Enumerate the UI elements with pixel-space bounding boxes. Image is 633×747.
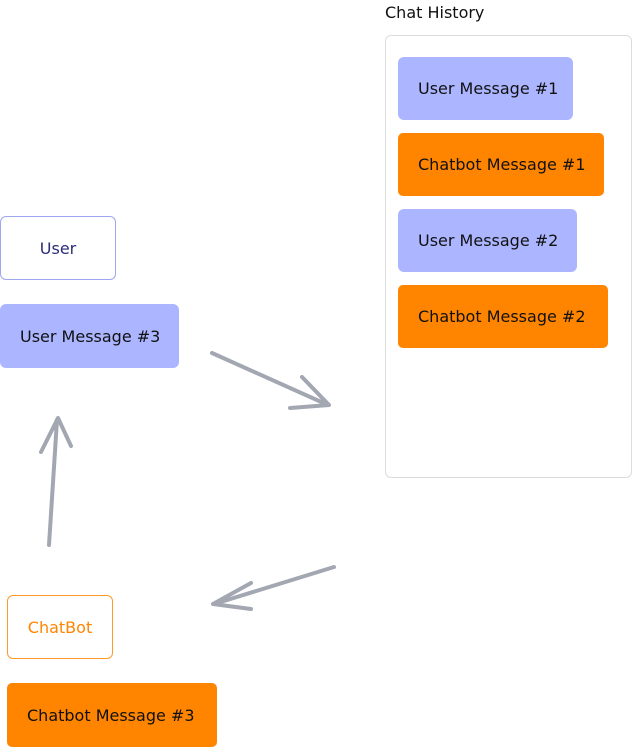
chat-history-title: Chat History (385, 3, 485, 22)
arrow-history-to-chatbot (211, 565, 336, 611)
history-user-message-2: User Message #2 (398, 209, 577, 272)
chatbot-label: ChatBot (7, 595, 113, 659)
user-message-3: User Message #3 (0, 304, 179, 368)
arrow-user-to-history (210, 351, 331, 410)
arrow-chatbot-to-user (39, 416, 73, 547)
user-label: User (0, 216, 116, 280)
history-chatbot-message-1: Chatbot Message #1 (398, 133, 604, 196)
history-chatbot-message-2: Chatbot Message #2 (398, 285, 608, 348)
history-user-message-1: User Message #1 (398, 57, 573, 120)
chatbot-message-3: Chatbot Message #3 (7, 683, 217, 747)
